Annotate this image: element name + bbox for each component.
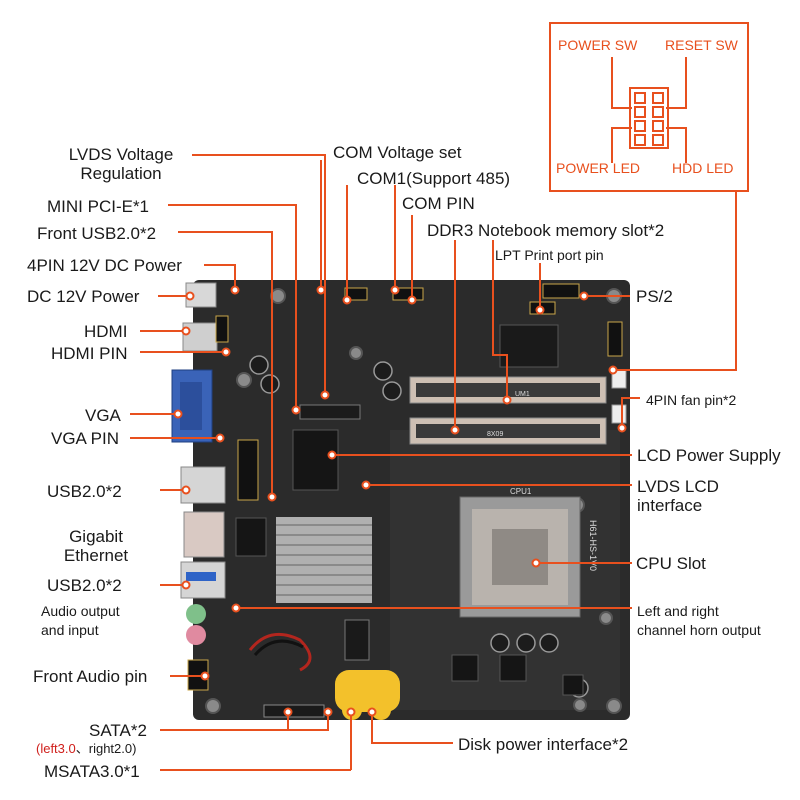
io-ports (171, 282, 226, 645)
fan-header-2 (611, 404, 627, 424)
chipset (499, 324, 559, 368)
chips (235, 429, 584, 696)
sata-note: (left3.0、right2.0) (36, 739, 136, 758)
usb-port-top (180, 466, 226, 504)
com1-label: COM1(Support 485) (357, 169, 511, 188)
lvds-voltage-label: LVDS Voltage Regulation (68, 145, 174, 183)
battery-cable (248, 632, 312, 672)
front-panel-header-box (549, 22, 749, 192)
audio-jack-green (186, 604, 206, 624)
gigabit-ethernet-label: Gigabit Ethernet (63, 527, 129, 565)
cpu-socket: CPU1 H61-HS-1V0 (459, 487, 598, 618)
lvds-lcd-label: LVDS LCD interface (637, 477, 719, 515)
lpt-label: LPT Print port pin (495, 247, 604, 263)
heatsink (276, 517, 372, 603)
com-voltage-label: COM Voltage set (333, 143, 462, 162)
msata-label: MSATA3.0*1 (44, 762, 140, 781)
front-usb-label: Front USB2.0*2 (37, 224, 157, 243)
reset-sw-label: RESET SW (665, 37, 738, 53)
board-silkscreen-text: H61-HS-1V0 (588, 520, 598, 571)
sata-label: SATA*2 (89, 721, 147, 740)
ddr3-label: DDR3 Notebook memory slot*2 (427, 221, 665, 240)
board-silkscreen-text: 8X09 (487, 431, 503, 438)
sata-note-left: (left3.0 (36, 741, 76, 756)
front-panel-header (629, 87, 669, 149)
vga-pin-label: VGA PIN (51, 429, 120, 448)
hdd-led-label: HDD LED (672, 160, 734, 176)
usb-top-label: USB2.0*2 (47, 482, 122, 501)
power-sw-label: POWER SW (558, 37, 638, 53)
audio-jack-pink (186, 625, 206, 645)
horn-label: Left and right channel horn output (637, 603, 761, 638)
mini-pcie-slot (299, 404, 361, 420)
lcd-power-label: LCD Power Supply (637, 446, 781, 465)
sata-ports (263, 704, 325, 718)
hdmi-label: HDMI (84, 322, 128, 341)
vga-label: VGA (85, 406, 121, 425)
dc-power-label: DC 12V Power (27, 287, 140, 306)
msata-slot (344, 619, 370, 661)
audio-label: Audio output and input (41, 603, 120, 638)
sata-note-right: 、right2.0) (75, 741, 137, 756)
disk-power-connector (335, 670, 400, 720)
com-pin-label: COM PIN (402, 194, 475, 213)
power-led-label: POWER LED (556, 160, 641, 176)
ps2-label: PS/2 (636, 287, 673, 306)
board-silkscreen-text: UM1 (515, 391, 530, 398)
hdmi-pin-label: HDMI PIN (51, 344, 128, 363)
fan-label: 4PIN fan pin*2 (646, 392, 737, 408)
usb-bottom-label: USB2.0*2 (47, 576, 122, 595)
cpu-slot-label: CPU Slot (636, 554, 706, 573)
front-panel-leads (611, 57, 687, 163)
ethernet-port (183, 511, 225, 558)
board-silkscreen-text: CPU1 (510, 487, 532, 496)
front-audio-label: Front Audio pin (33, 667, 148, 686)
disk-power-label: Disk power interface*2 (458, 735, 629, 754)
leader-dots (173, 285, 627, 717)
mini-pcie-label: MINI PCI-E*1 (47, 197, 150, 216)
dc-4pin-label: 4PIN 12V DC Power (27, 256, 182, 275)
